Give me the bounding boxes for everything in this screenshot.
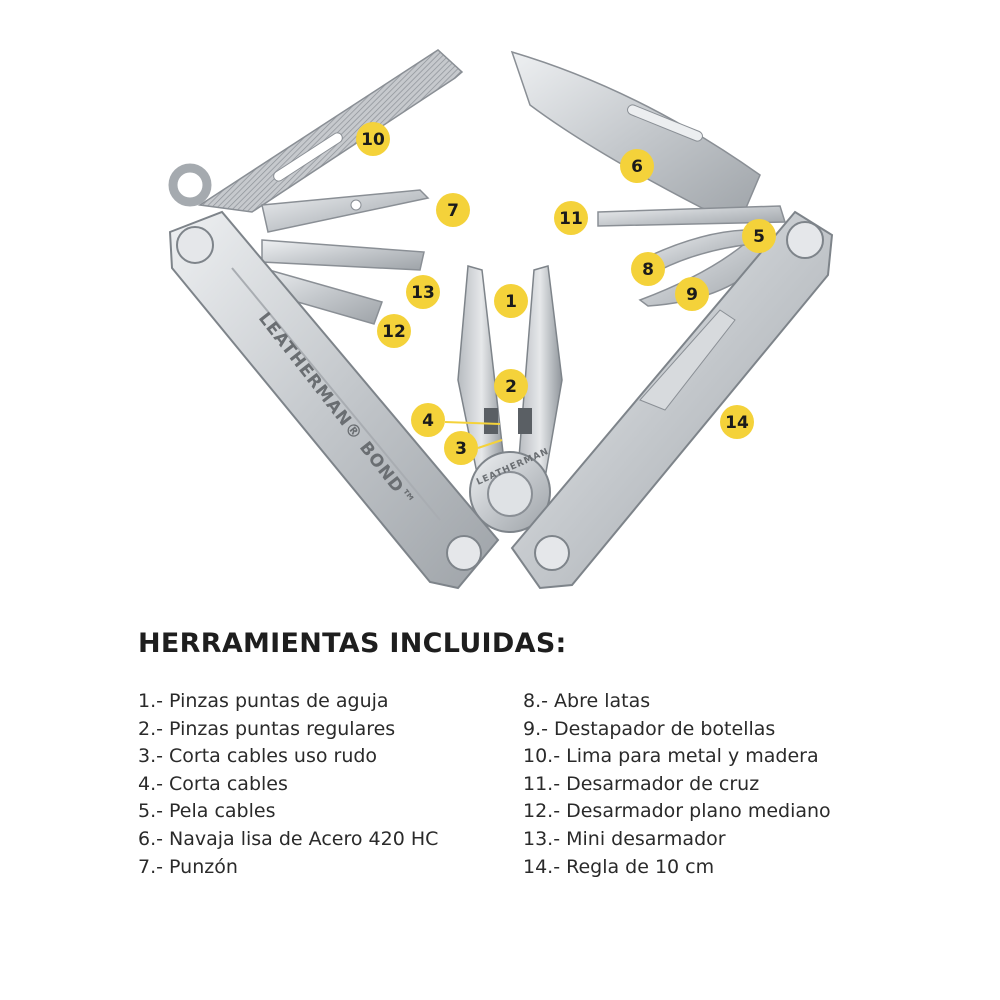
callout-badge-3 bbox=[444, 431, 478, 465]
callout-number-11: 11 bbox=[559, 209, 583, 229]
callout-number-12: 12 bbox=[382, 322, 406, 342]
callout-badge-9 bbox=[675, 277, 709, 311]
callout-number-3: 3 bbox=[455, 439, 467, 459]
left-small-tools bbox=[255, 189, 430, 325]
knife-blade bbox=[510, 50, 761, 223]
callout-badge-7 bbox=[436, 193, 470, 227]
callout-number-7: 7 bbox=[447, 201, 459, 221]
callout-number-14: 14 bbox=[725, 413, 749, 433]
list-item: 12.- Desarmador plano mediano bbox=[523, 800, 831, 823]
file-tool bbox=[168, 49, 464, 213]
callout-badge-2 bbox=[494, 369, 528, 403]
list-item: 11.- Desarmador de cruz bbox=[523, 772, 760, 795]
callout-badge-1 bbox=[494, 284, 528, 318]
callout-number-2: 2 bbox=[505, 377, 517, 397]
list-item: 9.- Destapador de botellas bbox=[523, 717, 776, 740]
callout-number-13: 13 bbox=[411, 283, 435, 303]
callout-badge-14 bbox=[720, 405, 754, 439]
callout-number-10: 10 bbox=[361, 130, 385, 150]
callout-badge-6 bbox=[620, 149, 654, 183]
list-item: 7.- Punzón bbox=[138, 855, 238, 878]
list-item: 3.- Corta cables uso rudo bbox=[138, 745, 378, 768]
callout-badge-12 bbox=[377, 314, 411, 348]
callout-number-9: 9 bbox=[686, 285, 698, 305]
callout-badge-5 bbox=[742, 219, 776, 253]
list-item: 1.- Pinzas puntas de aguja bbox=[138, 690, 389, 712]
multitool-diagram: LEATHERMAN LEATHERMAN® BOND™ 12345678910… bbox=[168, 49, 834, 590]
list-item: 5.- Pela cables bbox=[138, 800, 276, 823]
callout-badge-13 bbox=[406, 275, 440, 309]
tools-heading: HERRAMIENTAS INCLUIDAS: bbox=[138, 628, 567, 659]
callout-badge-8 bbox=[631, 252, 665, 286]
list-item: 8.- Abre latas bbox=[523, 690, 651, 712]
callout-badge-11 bbox=[554, 201, 588, 235]
tool-list-right: 8.- Abre latas 9.- Destapador de botella… bbox=[523, 688, 831, 881]
list-item: 4.- Corta cables bbox=[138, 772, 288, 795]
tool-list-left: 1.- Pinzas puntas de aguja 2.- Pinzas pu… bbox=[138, 688, 438, 881]
callout-badge-10 bbox=[356, 122, 390, 156]
callout-badge-4 bbox=[411, 403, 445, 437]
leader-line-4 bbox=[444, 421, 501, 425]
callout-number-6: 6 bbox=[631, 157, 643, 177]
list-item: 2.- Pinzas puntas regulares bbox=[138, 717, 396, 740]
right-handle bbox=[510, 210, 834, 590]
list-item: 13.- Mini desarmador bbox=[523, 827, 726, 850]
pliers-jaws: LEATHERMAN bbox=[457, 265, 563, 533]
callout-number-5: 5 bbox=[753, 227, 765, 247]
left-handle: LEATHERMAN® BOND™ bbox=[168, 210, 500, 590]
callout-number-1: 1 bbox=[505, 292, 517, 312]
list-item: 14.- Regla de 10 cm bbox=[523, 855, 715, 878]
callout-number-8: 8 bbox=[642, 260, 654, 280]
callout-number-4: 4 bbox=[422, 411, 434, 431]
list-item: 10.- Lima para metal y madera bbox=[523, 745, 819, 768]
list-item: 6.- Navaja lisa de Acero 420 HC bbox=[138, 827, 439, 850]
leader-line-3 bbox=[477, 439, 503, 449]
